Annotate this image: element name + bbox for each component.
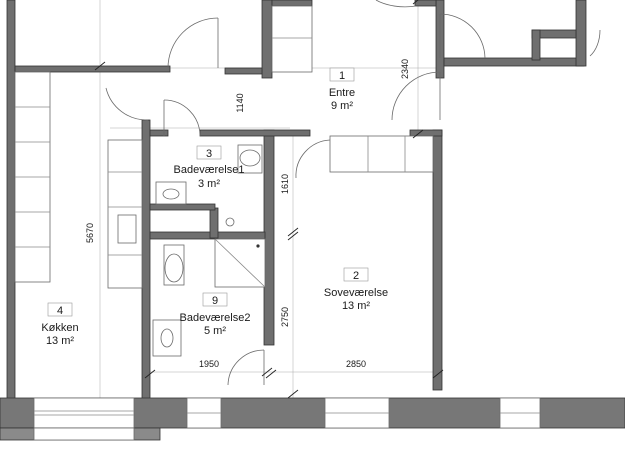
windows [0, 397, 541, 441]
closets [271, 5, 434, 173]
room-name: Badeværelse1 [174, 164, 245, 176]
dimension-labels: 2340 1140 5670 1610 2750 1950 2850 [85, 59, 410, 369]
room-name: Entre [329, 87, 355, 99]
room-area: 5 m² [204, 325, 226, 337]
dim-entry-height: 2340 [400, 59, 410, 79]
room-name: Badeværelse2 [180, 312, 251, 324]
dim-bath2-width: 1950 [199, 359, 219, 369]
dim-hall-width: 1140 [235, 93, 245, 112]
doors [105, 0, 601, 386]
bathroom-fixtures [152, 144, 266, 357]
room-label-entre: 1 Entre 9 m² [329, 67, 355, 112]
room-area: 3 m² [198, 178, 220, 190]
room-number: 3 [206, 148, 212, 160]
room-name: Køkken [41, 322, 78, 334]
room-area: 9 m² [331, 100, 353, 112]
dim-bath1-height: 1610 [280, 174, 290, 194]
room-label-kokken: 4 Køkken 13 m² [41, 302, 79, 347]
room-label-sovevaerelse: 2 Soveværelse 13 m² [324, 267, 388, 312]
room-name: Soveværelse [324, 287, 388, 299]
room-area: 13 m² [342, 300, 370, 312]
dim-kitchen-height: 5670 [85, 223, 95, 243]
dim-bedroom-width: 2850 [346, 359, 366, 369]
room-label-badevaerelse2: 9 Badeværelse2 5 m² [180, 292, 251, 337]
room-area: 13 m² [46, 335, 74, 347]
kitchen-counters [14, 71, 143, 289]
dimension-ticks [94, 0, 444, 399]
room-number: 2 [353, 270, 359, 282]
room-label-badevaerelse1: 3 Badeværelse1 3 m² [174, 145, 245, 190]
room-number: 9 [212, 295, 218, 307]
room-number: 1 [339, 70, 345, 82]
walls [0, 0, 625, 429]
dim-bath2-height: 2750 [280, 307, 290, 327]
room-number: 4 [57, 305, 63, 317]
